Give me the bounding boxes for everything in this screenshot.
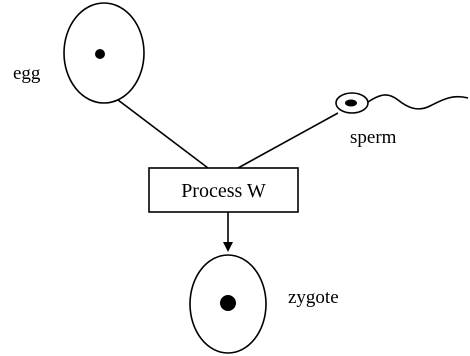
zygote-label: zygote — [288, 287, 339, 308]
zygote-cell — [189, 254, 267, 354]
process-box-border — [148, 167, 299, 213]
egg-cell — [63, 2, 145, 104]
sperm-to-process-line — [237, 112, 339, 169]
egg-nucleus — [95, 49, 105, 59]
sperm-cell — [335, 92, 469, 114]
sperm-tail — [367, 94, 469, 110]
egg-label: egg — [13, 63, 41, 84]
process-label: Process W — [181, 180, 266, 202]
process-box: Process W — [148, 167, 299, 213]
egg-to-process-line — [117, 99, 209, 169]
sperm-nucleus — [345, 99, 357, 107]
zygote-nucleus — [220, 295, 236, 311]
sperm-label: sperm — [350, 127, 397, 148]
